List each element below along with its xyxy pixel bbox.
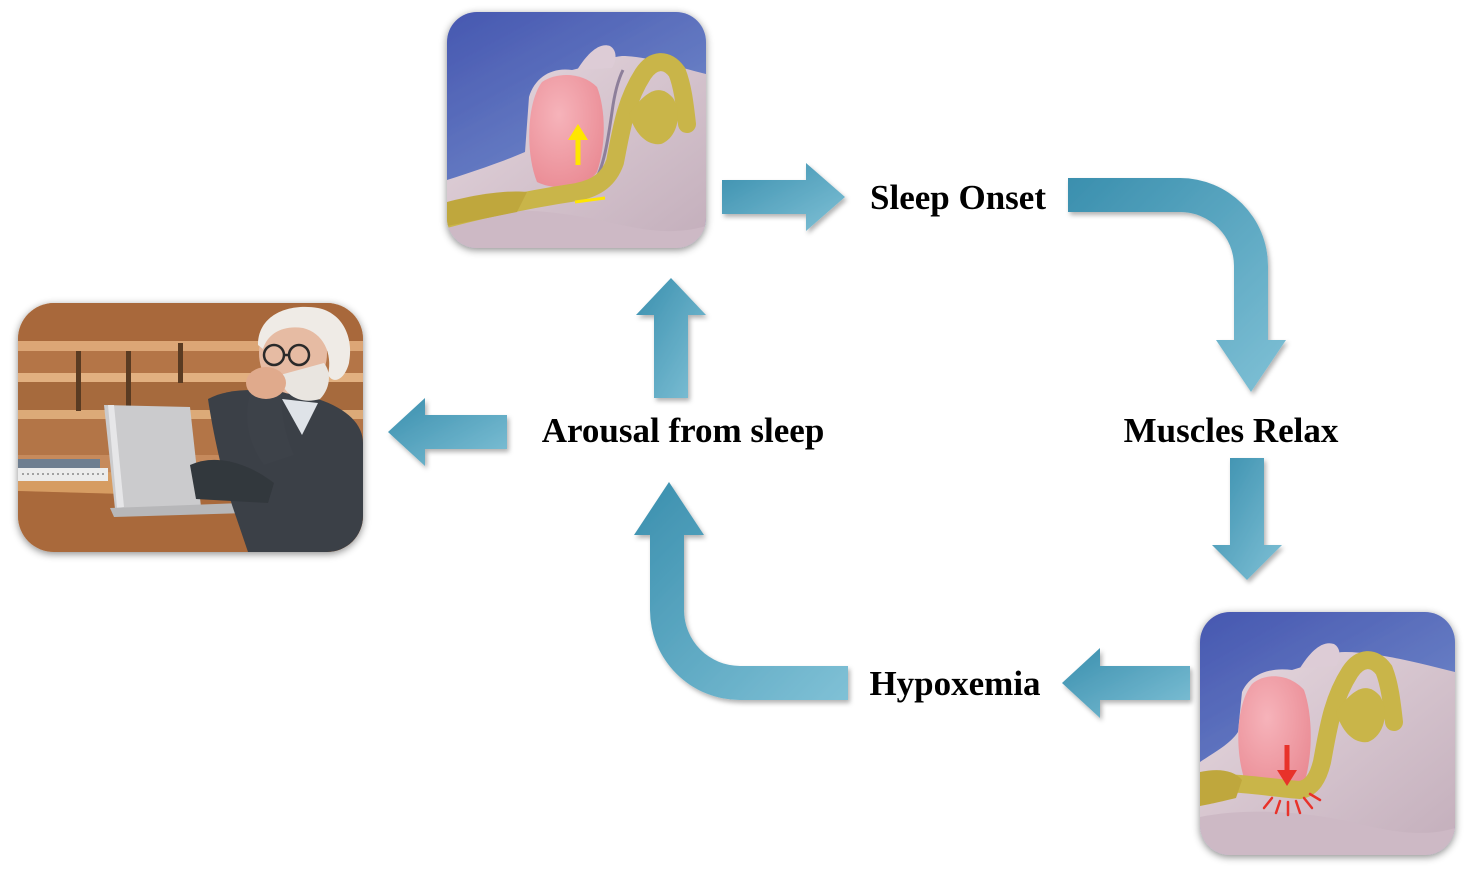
man-arm-on-desk	[190, 459, 274, 503]
collapsed-airway-nose	[1300, 643, 1340, 668]
open-airway-up-arrow-head	[568, 124, 588, 140]
arrow-to-sleep-onset	[722, 163, 845, 231]
man-suit-jacket	[208, 389, 363, 552]
impact-line-2	[1274, 799, 1282, 815]
label-hypoxemia: Hypoxemia	[869, 664, 1040, 703]
man-shirt-collar	[282, 399, 318, 435]
laptop-lid	[104, 405, 201, 509]
label-arousal-from-sleep: Arousal from sleep	[542, 411, 825, 450]
arrow-to-open-airway	[636, 278, 706, 398]
collapsed-airway-neck-skin	[1200, 811, 1455, 855]
desk-post-2	[126, 351, 131, 411]
desk-row-top-1	[18, 341, 363, 351]
label-sleep-onset: Sleep Onset	[870, 178, 1046, 217]
man-white-hair	[258, 306, 351, 380]
collapse-impact-lines	[1262, 792, 1322, 817]
open-airway-gap-marker	[574, 196, 606, 204]
cycle-arrows	[388, 163, 1286, 718]
curved-arrow-to-muscles-relax	[1068, 178, 1286, 392]
impact-line-6	[1308, 792, 1322, 802]
man-beard	[280, 363, 329, 401]
collapsed-airway-soft-palate	[1336, 688, 1385, 743]
man-yawning-at-laptop-photo	[18, 303, 363, 552]
photo-clip-group	[18, 303, 363, 552]
desk-row-top-2	[18, 373, 363, 382]
collapsed-airway-clip-group	[1200, 612, 1455, 855]
arrow-to-waking-person	[388, 398, 507, 466]
open-airway-clip-group	[447, 12, 706, 248]
impact-line-5	[1302, 796, 1314, 810]
open-airway-tongue	[529, 75, 604, 188]
arrow-to-collapsed-airway	[1212, 458, 1282, 580]
open-airway-passage	[595, 69, 625, 178]
impact-line-1	[1262, 796, 1274, 810]
notebook-blue	[18, 459, 100, 468]
open-airway-neck-skin	[447, 210, 706, 248]
open-airway-soft-palate	[629, 90, 678, 145]
label-muscles-relax: Muscles Relax	[1124, 411, 1339, 450]
curved-arrow-to-arousal	[634, 482, 848, 700]
open-airway-nose	[577, 45, 616, 70]
collapsed-airway-jaw	[1200, 770, 1242, 806]
arrow-to-hypoxemia	[1062, 648, 1190, 718]
desk-post-3	[178, 343, 183, 383]
collapse-down-arrow-head	[1277, 770, 1297, 786]
open-airway-jaw	[447, 191, 527, 226]
open-airway-pharyngeal-wall	[447, 53, 696, 229]
impact-line-4	[1294, 799, 1302, 815]
collapsed-airway-tongue	[1238, 676, 1311, 795]
collapsed-airway-illustration	[1200, 612, 1455, 855]
desk-post-1	[76, 351, 81, 411]
man-raised-arm	[247, 389, 294, 465]
open-airway-illustration	[447, 12, 706, 248]
laptop-lid-edge	[108, 405, 124, 508]
man-hand-over-mouth	[246, 367, 286, 399]
collapsed-airway-pharyngeal-wall	[1200, 651, 1403, 800]
